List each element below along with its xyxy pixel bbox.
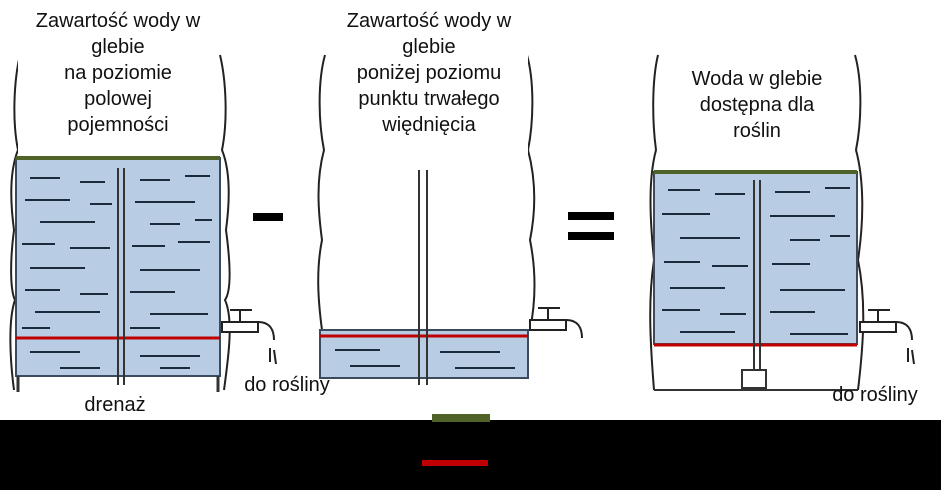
title-available-water: Woda w glebie dostępna dla roślin — [672, 66, 842, 150]
minus-sign: − — [253, 213, 283, 221]
title-line: Zawartość wody w — [35, 10, 201, 32]
containers-svg — [9, 54, 915, 392]
diagram-stage: Zawartość wody w glebie na poziomie polo… — [0, 0, 941, 420]
water-fill — [319, 329, 529, 379]
container-field-capacity — [9, 54, 277, 392]
title-field-capacity: Zawartość wody w glebie na poziomie polo… — [18, 8, 218, 154]
water-fill — [653, 171, 858, 345]
equals-sign: = — [568, 212, 614, 242]
title-line: roślin — [733, 120, 781, 142]
title-line: glebie — [402, 36, 456, 58]
legend-green-swatch — [432, 414, 490, 422]
legend-red-swatch — [422, 460, 488, 466]
title-line: na poziomie — [64, 62, 172, 84]
title-line: glebie — [91, 36, 145, 58]
title-line: dostępna dla — [699, 94, 815, 116]
container-wilting-point — [317, 54, 583, 385]
title-wilting-point: Zawartość wody w glebie poniżej poziomu … — [330, 8, 528, 154]
title-line: Woda w glebie — [691, 68, 823, 90]
container-available-water — [649, 54, 915, 391]
title-line: Zawartość wody w — [346, 10, 512, 32]
to-plant-label-1: do rośliny — [244, 374, 330, 396]
tap-icon — [529, 307, 583, 339]
title-line: punktu trwałego — [358, 88, 500, 110]
title-line: polowej — [84, 88, 152, 110]
tap-icon — [221, 309, 277, 365]
drain-label: drenaż — [70, 392, 160, 420]
title-line: pojemności — [67, 114, 169, 136]
title-line: poniżej poziomu — [356, 62, 502, 84]
to-plant-label-2: do rośliny — [832, 384, 918, 406]
title-line: więdnięcia — [382, 114, 476, 136]
tap-icon — [859, 309, 915, 365]
